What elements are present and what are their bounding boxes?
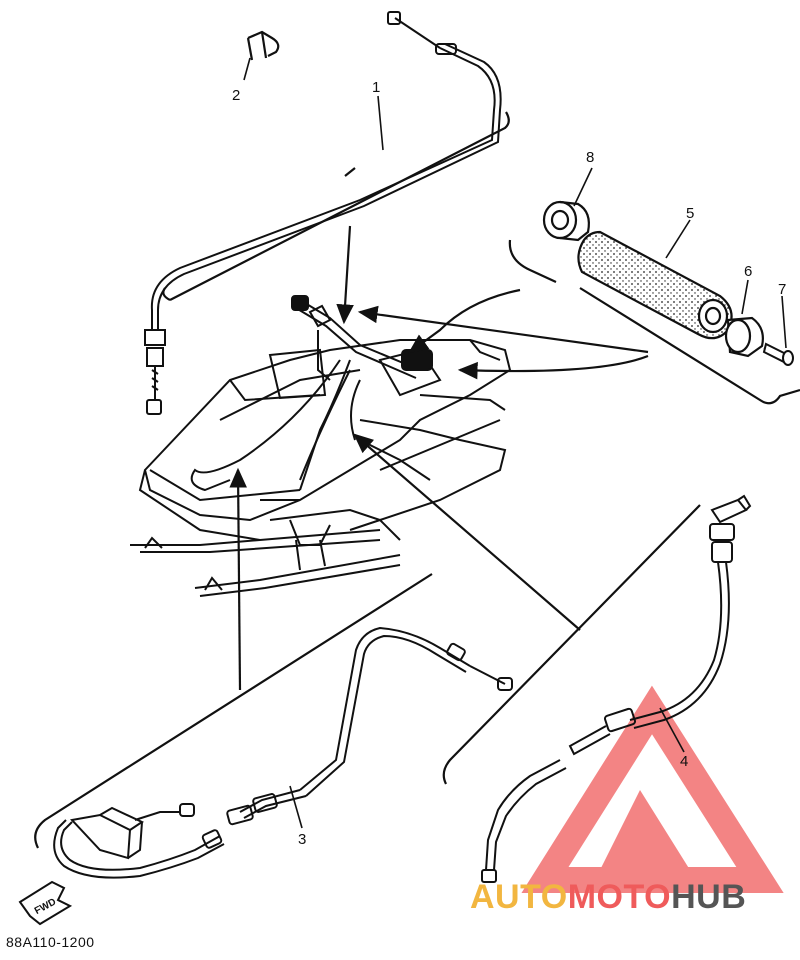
watermark-part-moto: MOTO bbox=[567, 878, 672, 916]
callout-2: 2 bbox=[232, 87, 240, 104]
watermark-logo-icon bbox=[521, 685, 784, 893]
handlebar-grip-5 bbox=[577, 230, 733, 340]
grip-collar-8 bbox=[542, 200, 590, 242]
handlebar bbox=[291, 295, 433, 381]
callout-5: 5 bbox=[686, 205, 694, 222]
grip-end-cap-6 bbox=[724, 316, 764, 358]
callout-3: 3 bbox=[298, 831, 306, 848]
brake-cable-3 bbox=[53, 626, 513, 879]
callout-7: 7 bbox=[778, 281, 786, 298]
watermark-part-hub: HUB bbox=[671, 878, 747, 916]
callout-8: 8 bbox=[586, 149, 594, 166]
skis bbox=[130, 529, 401, 597]
callout-6: 6 bbox=[744, 263, 752, 280]
leader-7 bbox=[781, 295, 787, 349]
callout-4: 4 bbox=[680, 753, 688, 770]
drawing-code: 88A110-1200 bbox=[6, 934, 95, 950]
snowmobile-body bbox=[138, 339, 512, 546]
leader-1 bbox=[377, 95, 384, 151]
choke-cable-4 bbox=[481, 494, 752, 883]
leader-3 bbox=[289, 785, 303, 829]
screw-7 bbox=[762, 342, 794, 366]
watermark-text: AUTOMOTOHUB bbox=[470, 878, 746, 917]
watermark-part-auto: AUTO bbox=[470, 878, 568, 916]
leader-8 bbox=[573, 167, 593, 207]
leader-5 bbox=[665, 219, 691, 259]
leader-4 bbox=[659, 707, 685, 753]
reference-arrows bbox=[229, 225, 649, 691]
leader-2 bbox=[243, 57, 251, 81]
fwd-arrow-icon: FWD bbox=[18, 880, 73, 926]
throttle-cable-1 bbox=[144, 11, 502, 415]
cable-clip-2 bbox=[246, 30, 280, 61]
panel-cable-1 bbox=[162, 111, 510, 301]
panel-cable-3 bbox=[34, 573, 433, 849]
panel-cable-4 bbox=[442, 504, 701, 785]
callout-1: 1 bbox=[372, 79, 380, 96]
panel-grip-parts bbox=[508, 239, 800, 405]
internal-cables bbox=[190, 359, 361, 492]
leader-6 bbox=[741, 279, 749, 315]
